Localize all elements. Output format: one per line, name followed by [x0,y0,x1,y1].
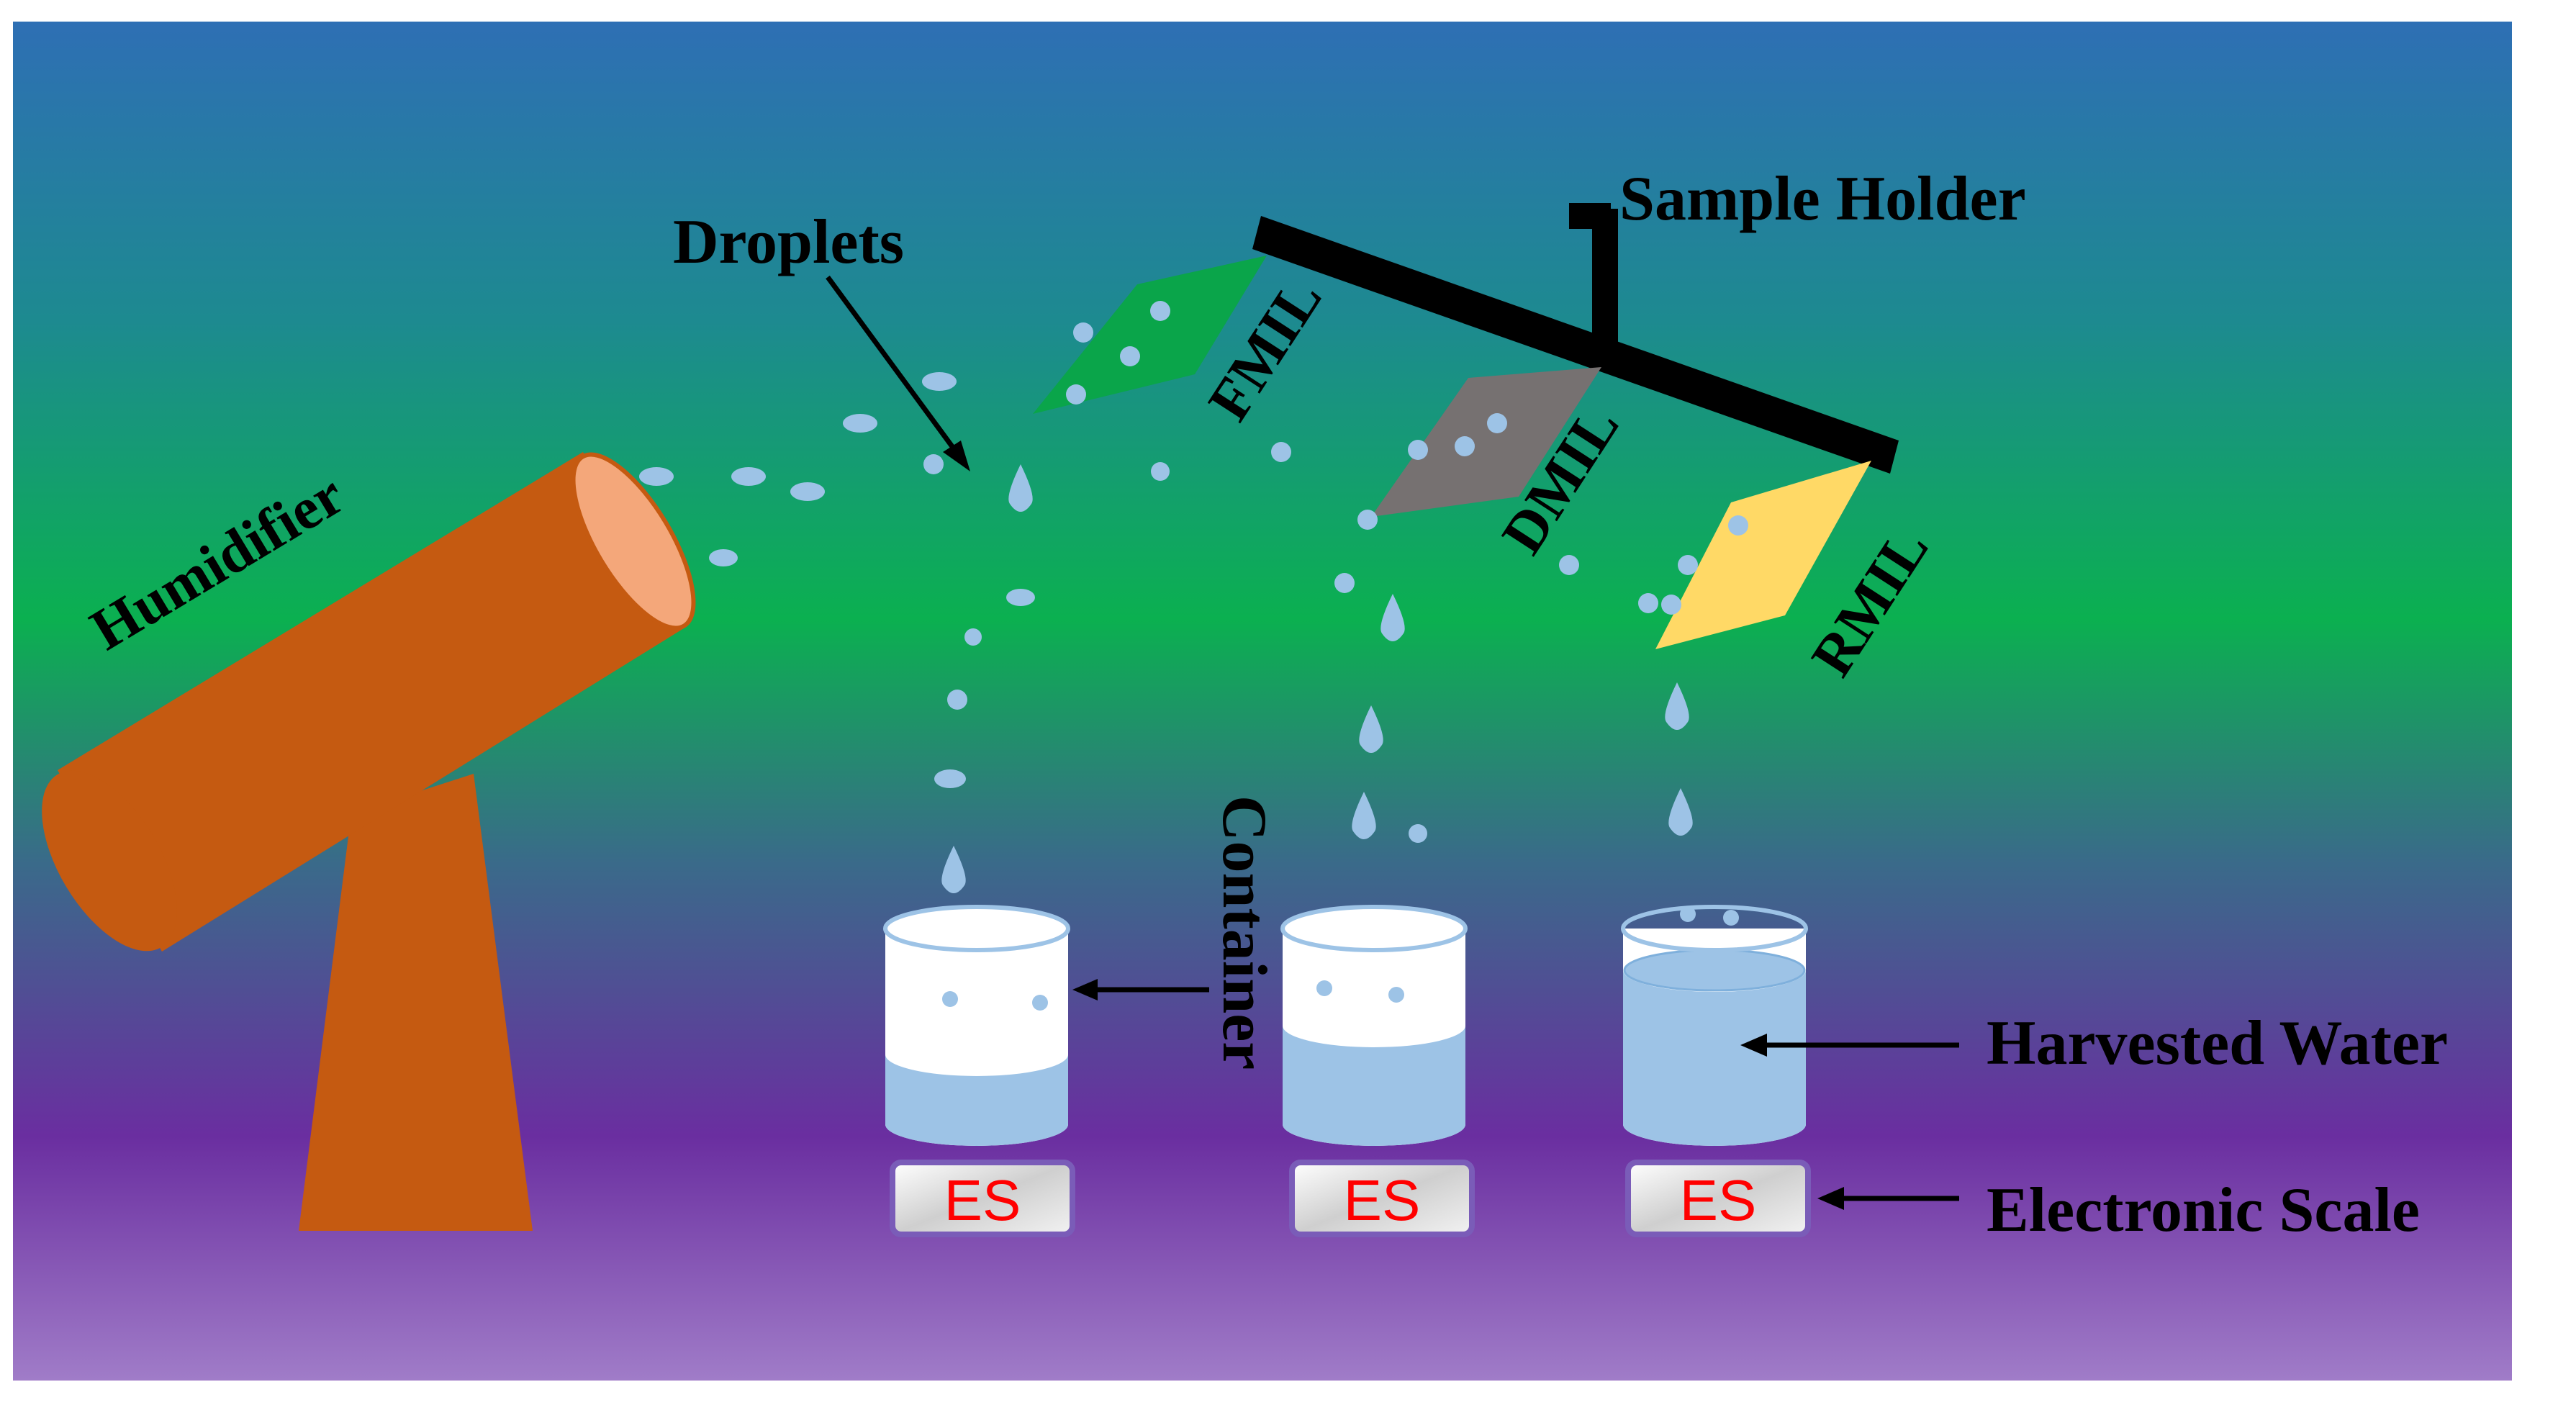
scale-label: ES [944,1168,1021,1232]
electronic-scale-arrow [1817,1187,1959,1210]
sample-holder-label: Sample Holder [1619,164,2026,234]
scale-label: ES [1680,1168,1757,1232]
electronic-scale-1: ES [890,1160,1075,1237]
humidifier-barrel [58,452,684,952]
electronic-scale-2: ES [1289,1160,1475,1237]
fmil-sample [1033,256,1267,414]
container-arrow [1072,979,1209,1000]
dmil-sample [1371,367,1601,517]
sample-holder-top [1569,203,1611,229]
harvested-water-label: Harvested Water [1987,1008,2448,1078]
container-label: Container [1209,795,1279,1070]
sample-holder [1252,203,1899,474]
sample-holder-post [1592,209,1618,349]
electronic-scale-3: ES [1625,1160,1811,1237]
container-left [883,905,1070,1146]
rmil-sample [1655,461,1871,649]
falling-drops [941,464,1693,893]
sample-holder-bar [1252,216,1899,474]
droplets-label: Droplets [673,207,904,277]
harvested-water-arrow [1740,1034,1959,1057]
container-middle [1280,905,1468,1146]
droplets-arrow [826,275,970,471]
humidifier-opening [571,452,696,631]
droplets-spray [639,301,1748,843]
electronic-scale-label: Electronic Scale [1987,1175,2420,1245]
humidifier-barrel-end [42,770,177,952]
humidifier [42,452,696,1231]
scale-label: ES [1344,1168,1421,1232]
container-right [1621,905,1808,1146]
humidifier-stand [299,774,533,1231]
